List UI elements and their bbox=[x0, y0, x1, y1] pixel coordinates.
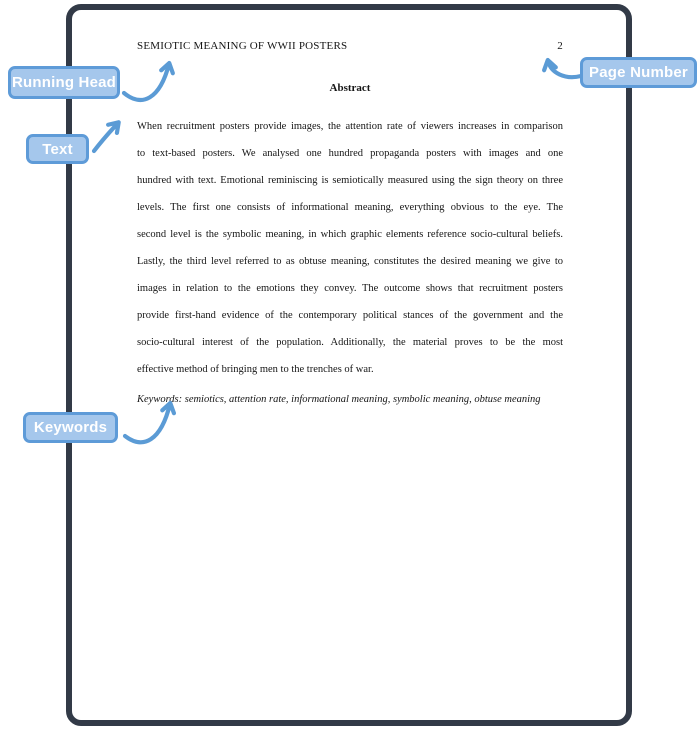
page-number-callout-label: Page Number bbox=[589, 64, 688, 81]
page-number-text: 2 bbox=[557, 40, 563, 52]
abstract-line: provide first-hand evidence of the conte… bbox=[137, 310, 563, 321]
abstract-line: second level is the symbolic meaning, in… bbox=[137, 229, 563, 240]
abstract-line: to text-based posters. We analysed one h… bbox=[137, 148, 563, 159]
running-head-callout-label: Running Head bbox=[11, 74, 117, 91]
text-callout: Text bbox=[26, 134, 89, 164]
abstract-heading: Abstract bbox=[329, 82, 371, 94]
abstract-line: When recruitment posters provide images,… bbox=[137, 121, 563, 132]
running-head-text: SEMIOTIC MEANING OF WWII POSTERS bbox=[137, 40, 348, 52]
abstract-line: Lastly, the third level referred to as o… bbox=[137, 256, 563, 267]
abstract-line: hundred with text. Emotional reminiscing… bbox=[137, 175, 563, 186]
abstract-line: images in relation to the emotions they … bbox=[137, 283, 563, 294]
abstract-line: effective method of bringing men to the … bbox=[137, 364, 374, 375]
abstract-line: levels. The first one consists of inform… bbox=[137, 202, 563, 213]
document-page: SEMIOTIC MEANING OF WWII POSTERS 2 Abstr… bbox=[66, 4, 632, 726]
abstract-line: socio-cultural interest of the populatio… bbox=[137, 337, 563, 348]
page-header: SEMIOTIC MEANING OF WWII POSTERS 2 bbox=[137, 40, 563, 52]
keywords-callout-label: Keywords bbox=[33, 419, 108, 436]
text-callout-label: Text bbox=[42, 140, 73, 158]
page-number-callout: Page Number bbox=[580, 57, 697, 88]
running-head-callout: Running Head bbox=[8, 66, 120, 99]
keywords-callout: Keywords bbox=[23, 412, 118, 443]
abstract-paragraph: When recruitment posters provide images,… bbox=[137, 113, 563, 383]
keywords-text: Keywords: semiotics, attention rate, inf… bbox=[137, 394, 541, 405]
